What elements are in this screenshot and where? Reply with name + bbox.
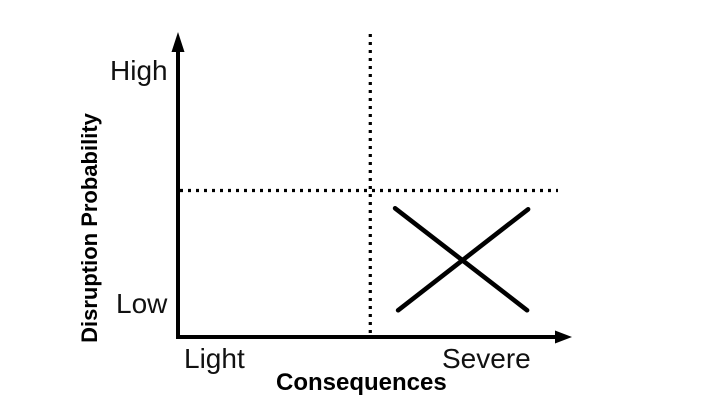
y-tick-label-low: Low	[116, 288, 168, 319]
y-tick-label-high: High	[110, 55, 168, 86]
x-tick-label-severe: Severe	[442, 343, 531, 374]
y-axis-title: Disruption Probability	[77, 113, 102, 343]
x-tick-label-light: Light	[184, 343, 245, 374]
y-axis-arrowhead-icon	[171, 32, 185, 52]
x-axis-arrowhead-icon	[555, 330, 572, 344]
x-axis-title: Consequences	[276, 369, 447, 396]
x-marker-stroke-ascending	[395, 206, 531, 313]
